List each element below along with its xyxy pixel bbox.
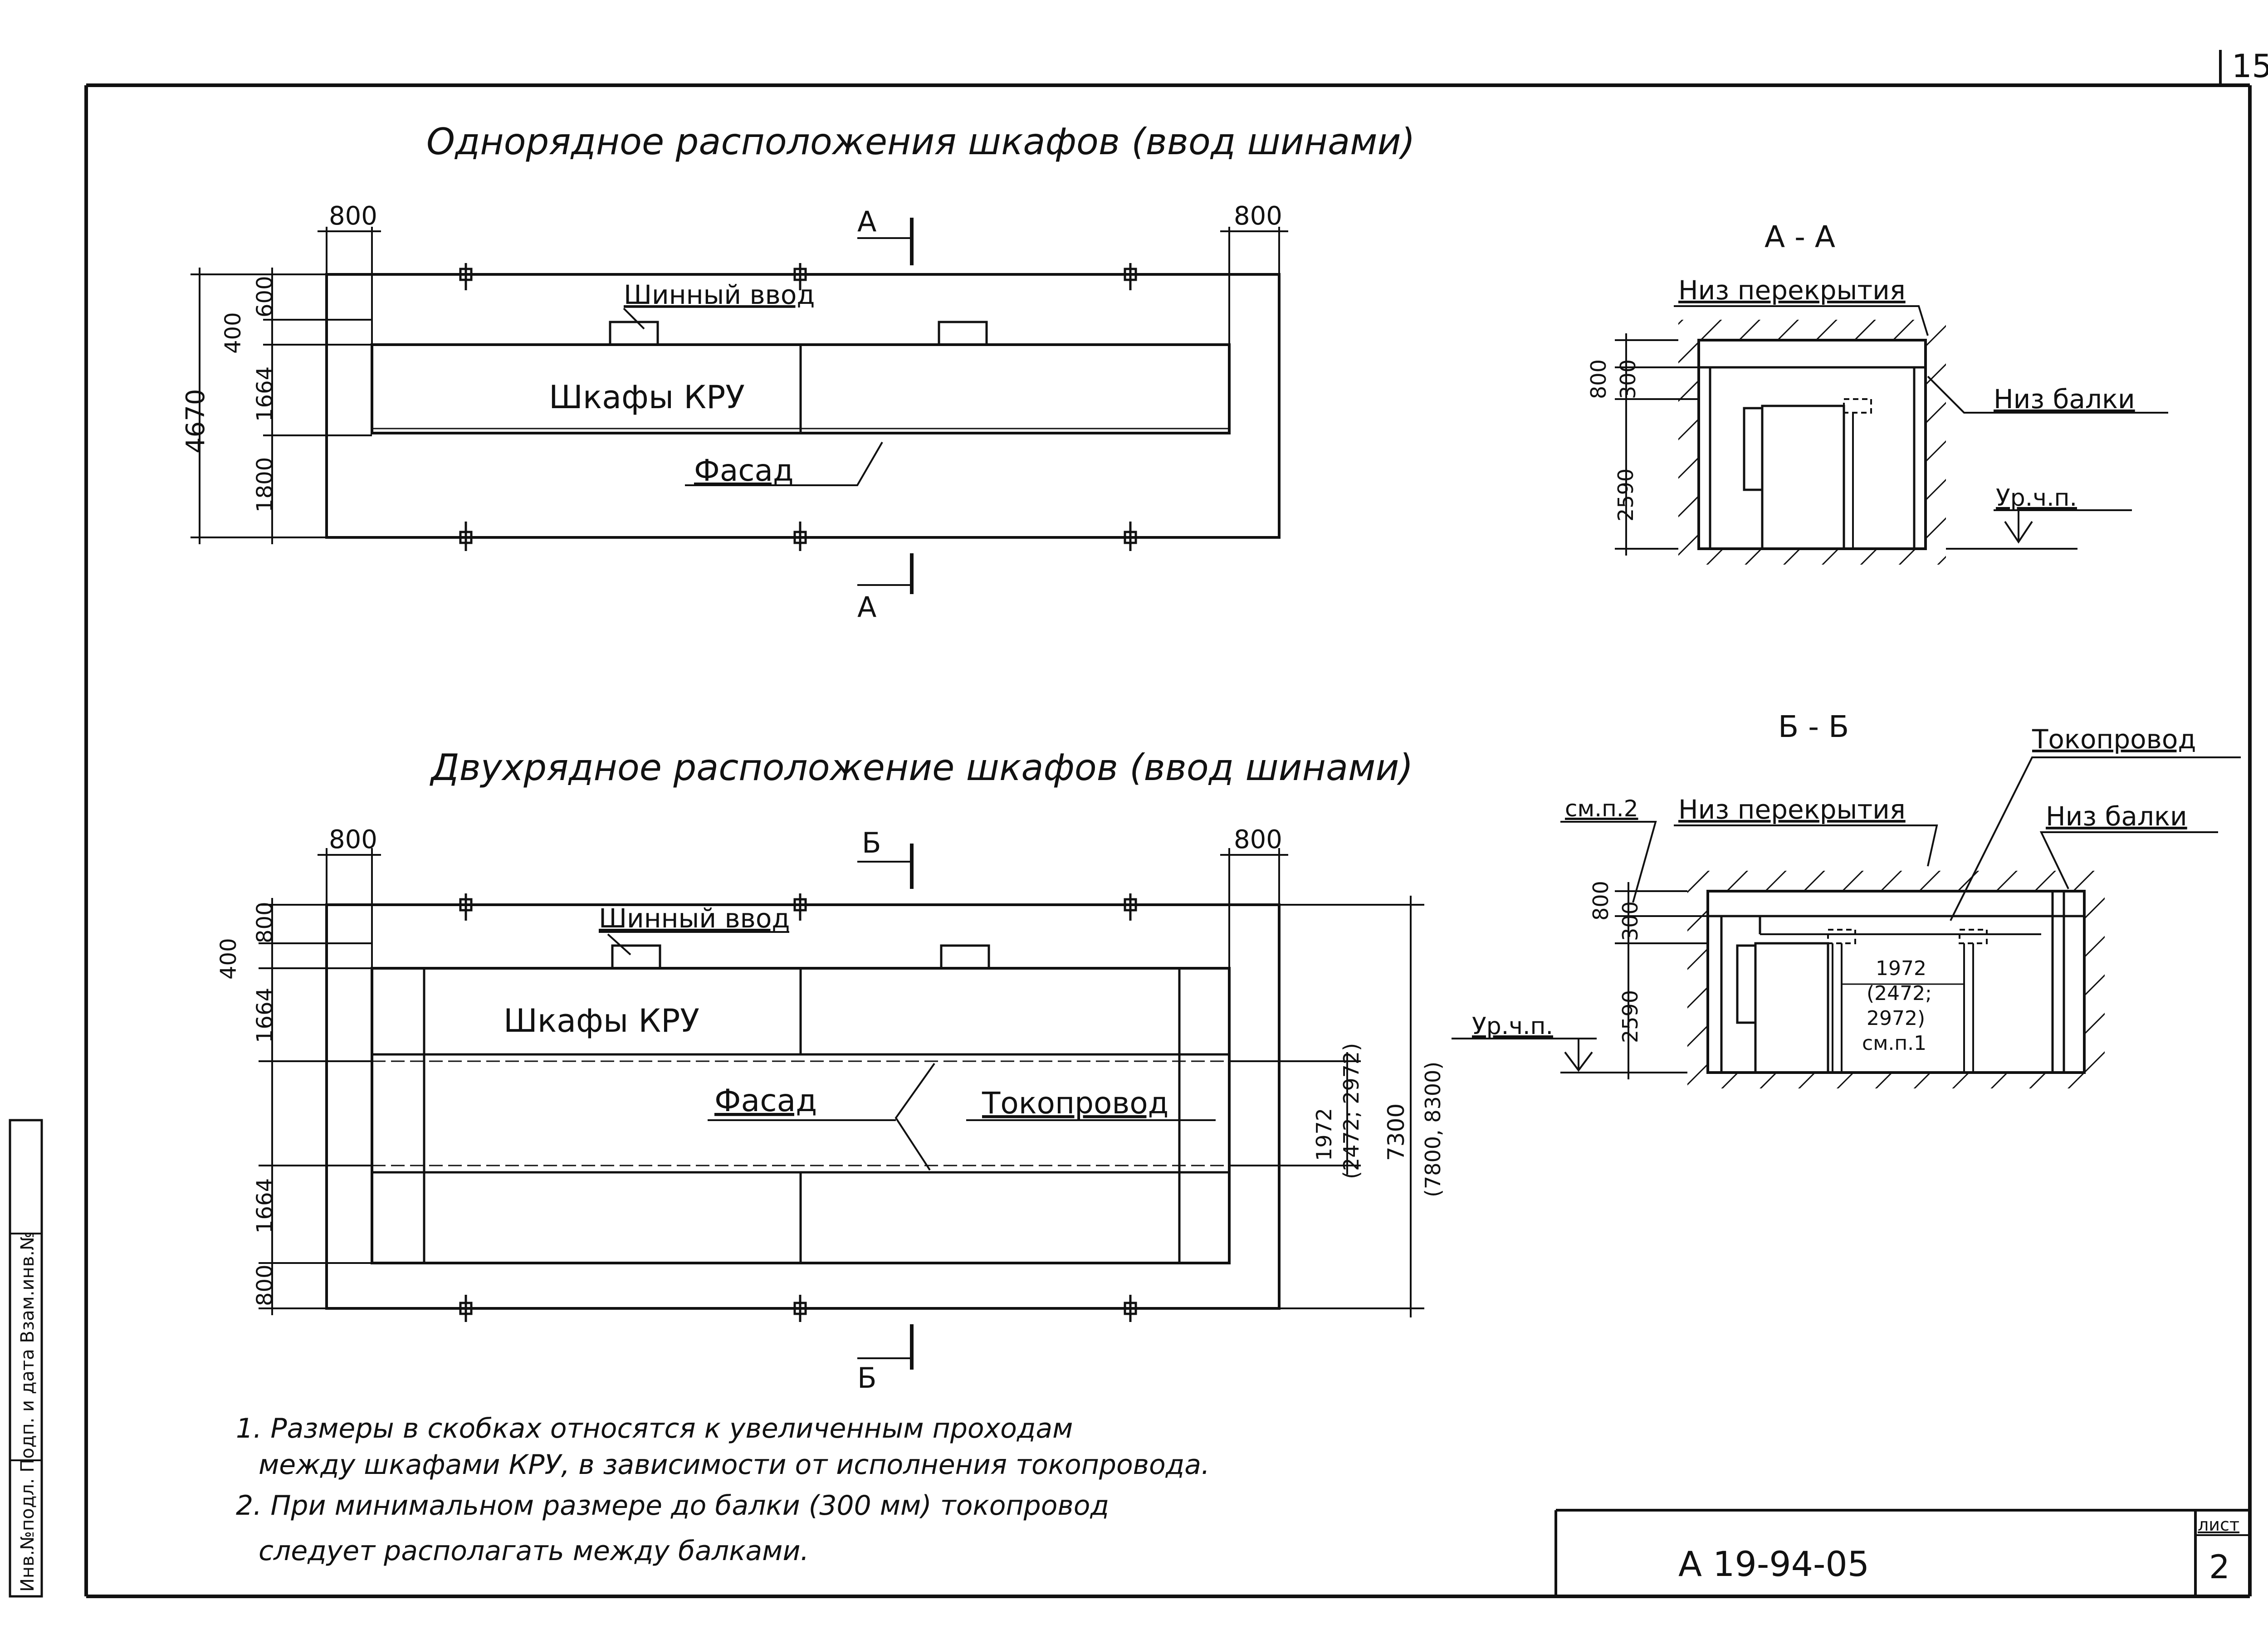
plan1-section-top: А xyxy=(857,205,876,238)
plan2-dim-1664-top: 1664 xyxy=(252,988,278,1043)
plan1-facade-label: Фасад xyxy=(694,453,794,488)
note-1-line-1: 1. Размеры в скобках относятся к увеличе… xyxy=(236,1413,1073,1444)
plan2-dim-left: 800 xyxy=(329,825,377,854)
plan1-dim-total: 4670 xyxy=(181,389,210,454)
plan2-dim-1664-bottom: 1664 xyxy=(252,1178,278,1234)
note-1-line-2: между шкафами КРУ, в зависимости от испо… xyxy=(259,1449,1210,1481)
section-bb-dim-2590: 2590 xyxy=(1618,990,1642,1043)
plan2-busbar-entry: Шинный ввод xyxy=(599,903,790,934)
section-bb-ceiling: Низ перекрытия xyxy=(1678,794,1906,825)
plan2-dim-bottom: 800 xyxy=(252,1264,278,1306)
plan1-title: Однорядное расположения шкафов (ввод шин… xyxy=(426,121,1415,163)
plan2-dim-7300: 7300 xyxy=(1383,1103,1409,1161)
side-stamp-text: Инв.№подл. Подп. и дата Взам.инв.№ xyxy=(17,1231,38,1592)
section-bb-title: Б - Б xyxy=(1778,709,1849,744)
plan-double-row: Двухрядное расположение шкафов (ввод шин… xyxy=(216,746,1445,1395)
sheet-frame xyxy=(84,50,2252,1598)
title-block-sheet-label: лист xyxy=(2198,1515,2239,1535)
plan2-dim-right: 800 xyxy=(1234,825,1282,854)
plan2-dim-400: 400 xyxy=(216,938,241,980)
plan2-dim-top: 800 xyxy=(252,902,278,943)
title-block: А 19-94-05 лист 2 xyxy=(1554,1509,2250,1596)
section-aa-beam: Низ балки xyxy=(1994,384,2135,415)
plan1-dim-1800: 1800 xyxy=(252,457,278,512)
plan2-room xyxy=(325,903,1281,1310)
section-aa-dim-800: 800 xyxy=(1586,359,1611,399)
section-aa: А - А Низ перекрытия Низ балки Ур.ч.п. xyxy=(1586,219,2168,565)
side-stamp: Инв.№подл. Подп. и дата Взам.инв.№ xyxy=(9,1119,43,1598)
section-aa-title: А - А xyxy=(1765,219,1835,254)
section-bb-dim-alt2: 2972) xyxy=(1867,1007,1925,1030)
plan1-cabinets-label: Шкафы КРУ xyxy=(549,379,745,416)
plan1-dim-top: 600 xyxy=(252,276,278,317)
section-bb-floor: Ур.ч.п. xyxy=(1472,1013,1553,1040)
section-bb-ref1: см.п.1 xyxy=(1862,1032,1926,1055)
sheet-corner-number: 15 xyxy=(2232,48,2268,85)
section-aa-floor: Ур.ч.п. xyxy=(1996,484,2077,512)
plan2-cabinets-label: Шкафы КРУ xyxy=(503,1002,699,1039)
section-bb-dim-300: 300 xyxy=(1618,901,1642,941)
plan1-dim-right: 800 xyxy=(1234,201,1282,231)
plan1-room xyxy=(325,273,1281,539)
plan1-dim-400: 400 xyxy=(220,312,246,354)
section-aa-ceiling-hatch xyxy=(1678,320,1946,340)
plan2-dim-1972-alt: (2472; 2972) xyxy=(1339,1043,1364,1179)
plan2-facade-label: Фасад xyxy=(714,1083,817,1119)
plan2-dim-1972: 1972 xyxy=(1312,1108,1336,1161)
plan2-section-bottom: Б xyxy=(857,1361,877,1395)
plan1-busbar-entry: Шинный ввод xyxy=(624,279,815,310)
plan2-title: Двухрядное расположение шкафов (ввод шин… xyxy=(430,746,1413,789)
section-bb-busway: Токопровод xyxy=(2032,724,2196,755)
section-bb-beam: Низ балки xyxy=(2046,801,2187,832)
plan1-dim-left: 800 xyxy=(329,201,377,231)
section-aa-dim-2590: 2590 xyxy=(1613,468,1638,522)
section-bb-dim-alt1: (2472; xyxy=(1867,982,1932,1005)
plan2-section-top: Б xyxy=(862,826,881,859)
section-bb: Б - Б Токопровод см.п.2 Низ перекрытия Н… xyxy=(1452,709,2241,1088)
section-aa-dim-300: 300 xyxy=(1616,359,1640,399)
section-bb-dim-800: 800 xyxy=(1589,881,1613,921)
plan1-dim-1664: 1664 xyxy=(252,366,278,422)
plan2-busway-label: Токопровод xyxy=(982,1086,1168,1121)
section-aa-ceiling: Низ перекрытия xyxy=(1678,275,1906,306)
section-bb-ref2: см.п.2 xyxy=(1565,795,1638,822)
note-2-line-2: следует располагать между балками. xyxy=(259,1535,809,1567)
plan1-section-bottom: А xyxy=(857,590,876,624)
section-bb-dim-1972: 1972 xyxy=(1876,957,1926,980)
notes: 1. Размеры в скобках относятся к увеличе… xyxy=(236,1413,1210,1567)
note-2-line-1: 2. При минимальном размере до балки (300… xyxy=(236,1490,1109,1522)
title-block-code: А 19-94-05 xyxy=(1678,1544,1869,1584)
plan2-dim-7300-alt: (7800, 8300) xyxy=(1421,1062,1445,1197)
plan-single-row: Однорядное расположения шкафов (ввод шин… xyxy=(181,121,1415,624)
title-block-sheet-no: 2 xyxy=(2209,1548,2230,1586)
